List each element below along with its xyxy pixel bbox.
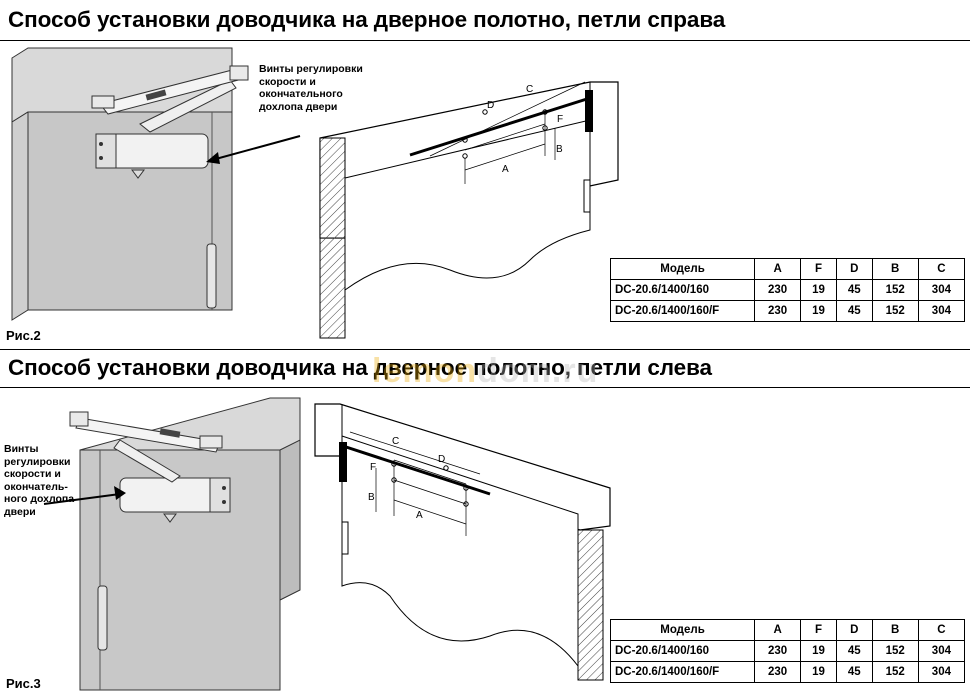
section-divider [0, 349, 970, 350]
table-header-row: Модель A F D B C [610, 258, 966, 280]
table-row: DC-20.6/1400/160/F 230 19 45 152 304 [610, 661, 966, 683]
adjustment-screws-note-2: Винты регулировки скорости и окончатель-… [4, 443, 74, 518]
dim-label-b: B [556, 144, 563, 155]
col-header-c: C [917, 619, 966, 641]
cell-a: 230 [753, 640, 802, 662]
dim-label-d: D [438, 454, 445, 465]
note-line: скорости и [259, 75, 316, 88]
col-header-d: D [835, 619, 873, 641]
col-header-model: Модель [610, 258, 755, 280]
table-row: DC-20.6/1400/160/F 230 19 45 152 304 [610, 300, 966, 322]
dim-label-c: C [392, 436, 399, 447]
note-line: двери [4, 505, 36, 518]
col-header-f: F [800, 619, 837, 641]
note-line: скорости и [4, 468, 61, 480]
col-header-c: C [917, 258, 966, 280]
col-header-a: A [753, 258, 802, 280]
col-header-d: D [835, 258, 873, 280]
dim-label-b: B [368, 492, 375, 503]
dim-label-f: F [557, 114, 563, 125]
cell-model: DC-20.6/1400/160/F [610, 300, 755, 322]
note-line: регулировки [4, 455, 71, 468]
spec-table-2: Модель A F D B C DC-20.6/1400/160 230 19… [610, 619, 966, 683]
cell-d: 45 [835, 640, 873, 662]
section2-rule [0, 387, 970, 388]
cell-model: DC-20.6/1400/160 [610, 279, 755, 301]
dim-label-a: A [416, 510, 423, 521]
cell-f: 19 [800, 640, 837, 662]
dim-label-d: D [487, 100, 494, 111]
note-line: Винты регулировки [259, 63, 363, 75]
note-line: дохлопа двери [259, 100, 338, 113]
cell-d: 45 [835, 300, 873, 322]
cell-f: 19 [800, 661, 837, 683]
note-line: ного дохлопа [4, 493, 75, 505]
cell-c: 304 [917, 279, 966, 301]
cell-a: 230 [753, 300, 802, 322]
cell-b: 152 [871, 640, 919, 662]
cell-c: 304 [917, 640, 966, 662]
mounting-scheme-right: C D F B A [319, 81, 619, 339]
section2-title: Способ установки доводчика на дверное по… [8, 355, 712, 380]
cell-model: DC-20.6/1400/160 [610, 640, 755, 662]
cell-a: 230 [753, 661, 802, 683]
cell-f: 19 [800, 279, 837, 301]
dim-label-f: F [370, 462, 376, 473]
section1-title: Способ установки доводчика на дверное по… [8, 7, 726, 32]
col-header-b: B [871, 258, 919, 280]
cell-c: 304 [917, 300, 966, 322]
cell-c: 304 [917, 661, 966, 683]
cell-model: DC-20.6/1400/160/F [610, 661, 755, 683]
note-line: окончательного [259, 88, 343, 100]
note-line: окончатель- [4, 480, 68, 493]
cell-b: 152 [871, 279, 919, 301]
col-header-f: F [800, 258, 837, 280]
col-header-model: Модель [610, 619, 755, 641]
figure-label-3: Рис.3 [6, 676, 41, 691]
mounting-scheme-left: C D F B A [314, 403, 611, 681]
dim-label-a: A [502, 164, 509, 175]
closer-illustration-left [69, 397, 301, 691]
table-header-row: Модель A F D B C [610, 619, 966, 641]
cell-f: 19 [800, 300, 837, 322]
cell-a: 230 [753, 279, 802, 301]
col-header-a: A [753, 619, 802, 641]
cell-b: 152 [871, 661, 919, 683]
dim-label-c: C [526, 84, 533, 95]
watermark-part1: lemon [372, 352, 478, 390]
table-row: DC-20.6/1400/160 230 19 45 152 304 [610, 640, 966, 662]
table-row: DC-20.6/1400/160 230 19 45 152 304 [610, 279, 966, 301]
note-line: Винты [4, 443, 39, 455]
watermark-part2: dom.ru [477, 352, 599, 390]
cell-d: 45 [835, 279, 873, 301]
section1-rule [0, 40, 970, 41]
closer-illustration-right [11, 47, 301, 321]
adjustment-screws-note-1: Винты регулировки скорости и окончательн… [259, 63, 363, 113]
cell-b: 152 [871, 300, 919, 322]
col-header-b: B [871, 619, 919, 641]
site-watermark: lemondom.ru [372, 352, 598, 391]
figure-label-2: Рис.2 [6, 328, 41, 343]
cell-d: 45 [835, 661, 873, 683]
spec-table-1: Модель A F D B C DC-20.6/1400/160 230 19… [610, 258, 966, 322]
pointer-arrow-left [43, 486, 126, 505]
